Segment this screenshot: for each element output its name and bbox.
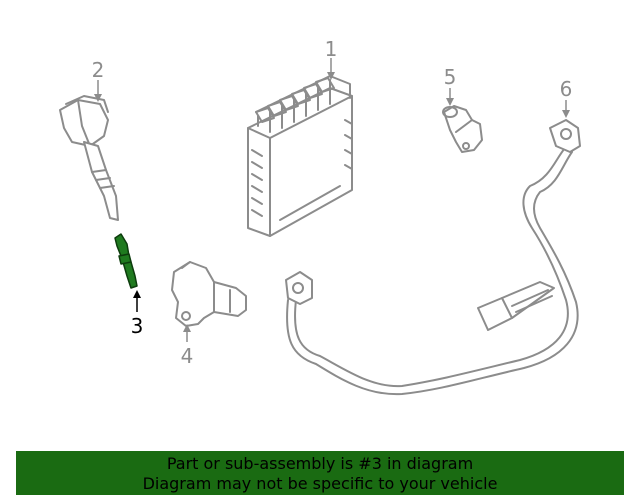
ecu-module-part[interactable] <box>247 75 353 237</box>
leader-arrow-6 <box>562 110 570 118</box>
fitment-notice-banner: Part or sub-assembly is #3 in diagram Di… <box>16 451 624 495</box>
leader-arrow-4 <box>183 324 191 332</box>
leader-arrow-1 <box>327 72 335 80</box>
spark-plug-part[interactable] <box>114 233 138 289</box>
wiring-harness-part[interactable] <box>285 119 581 396</box>
parts-diagram: 1 2 3 4 5 <box>59 37 581 396</box>
leader-arrow-3 <box>133 290 141 298</box>
callout-3[interactable]: 3 <box>131 314 144 338</box>
callout-1[interactable]: 1 <box>325 37 338 61</box>
sensor-part[interactable] <box>442 105 483 153</box>
banner-line-1: Part or sub-assembly is #3 in diagram <box>166 454 474 473</box>
callout-6[interactable]: 6 <box>560 77 573 101</box>
banner-line-2: Diagram may not be specific to your vehi… <box>142 474 498 493</box>
callout-2[interactable]: 2 <box>92 58 105 82</box>
leader-arrow-5 <box>446 98 454 106</box>
ignition-coil-part[interactable] <box>59 95 119 221</box>
callout-4[interactable]: 4 <box>181 344 194 368</box>
callout-5[interactable]: 5 <box>444 65 457 89</box>
position-sensor-part[interactable] <box>171 261 247 327</box>
leader-arrow-2 <box>94 94 102 102</box>
